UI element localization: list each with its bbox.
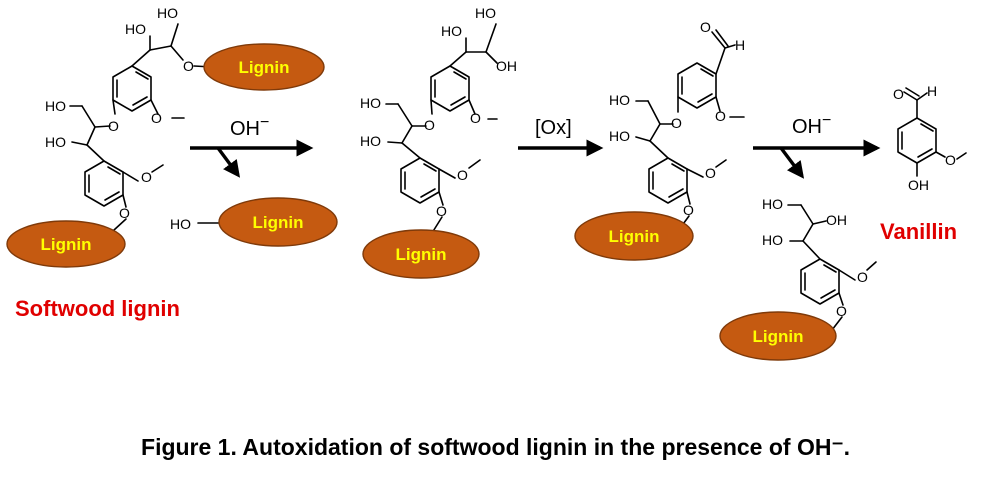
atom-o: O — [683, 202, 694, 218]
atom-ho: HO — [762, 196, 783, 212]
lignin-label: Lignin — [239, 58, 290, 77]
atom-ho: HO — [360, 95, 381, 111]
vanillin-structure: O H O OH — [893, 83, 967, 193]
atom-o: O — [470, 110, 481, 126]
reagent-oxidant: [Ox] — [535, 117, 572, 139]
atom-o: O — [119, 205, 130, 221]
lignin-badge: Lignin — [6, 220, 126, 268]
atom-o: O — [945, 152, 956, 168]
atom-ho: HO — [609, 128, 630, 144]
atom-ho: HO — [170, 216, 191, 232]
atom-o: O — [457, 167, 468, 183]
lignin-badge: Lignin — [719, 311, 837, 361]
intermediate-guaiacyl-structure: HO HO OH O O HO HO O O Lignin — [360, 5, 517, 279]
lignin-label: Lignin — [609, 227, 660, 246]
softwood-lignin-structure: HO HO O O O HO HO O O Lignin Lignin — [6, 5, 325, 268]
vanillin-label: Vanillin — [880, 219, 957, 244]
atom-o: O — [857, 269, 868, 285]
reaction-arrow-oxidation: [Ox] — [518, 117, 604, 157]
atom-ho: HO — [360, 133, 381, 149]
atom-oh: OH — [496, 58, 517, 74]
atom-o: O — [715, 108, 726, 124]
atom-ho: HO — [45, 134, 66, 150]
atom-o: O — [893, 86, 904, 102]
reaction-arrow-hydroxide: OH− — [190, 114, 314, 178]
atom-o: O — [183, 58, 194, 74]
figure-caption: Figure 1. Autoxidation of softwood ligni… — [141, 434, 850, 460]
lignin-badge: Lignin — [203, 43, 325, 91]
atom-o: O — [671, 115, 682, 131]
atom-ho: HO — [609, 92, 630, 108]
atom-o: O — [108, 118, 119, 134]
atom-ho: HO — [125, 21, 146, 37]
lignin-label: Lignin — [253, 213, 304, 232]
reaction-arrow-hydroxide-cleavage: OH− — [753, 112, 881, 179]
atom-ho: HO — [762, 232, 783, 248]
atom-oh: OH — [826, 212, 847, 228]
atom-o: O — [700, 19, 711, 35]
lignin-badge: Lignin — [574, 211, 694, 261]
reagent-hydroxide: OH− — [230, 114, 269, 140]
atom-h: H — [735, 37, 745, 53]
atom-ho: HO — [441, 23, 462, 39]
lignin-label: Lignin — [41, 235, 92, 254]
softwood-lignin-label: Softwood lignin — [15, 296, 180, 321]
atom-ho: HO — [45, 98, 66, 114]
atom-o: O — [141, 169, 152, 185]
atom-ho: HO — [475, 5, 496, 21]
released-lignin-fragment: HO Lignin — [170, 197, 338, 247]
atom-ho-top: HO — [157, 5, 178, 21]
atom-o: O — [151, 110, 162, 126]
atom-o: O — [424, 117, 435, 133]
oxidized-aldehyde-structure: O H O O HO HO O O Lignin — [574, 19, 745, 261]
atom-o: O — [705, 165, 716, 181]
lignin-badge: Lignin — [362, 229, 480, 279]
atom-o: O — [436, 203, 447, 219]
atom-oh: OH — [908, 177, 929, 193]
atom-h: H — [927, 83, 937, 99]
released-diol-fragment: HO OH HO O O Lignin — [719, 196, 877, 361]
reagent-hydroxide: OH− — [792, 112, 831, 138]
lignin-label: Lignin — [396, 245, 447, 264]
lignin-label: Lignin — [753, 327, 804, 346]
atom-o: O — [836, 303, 847, 319]
